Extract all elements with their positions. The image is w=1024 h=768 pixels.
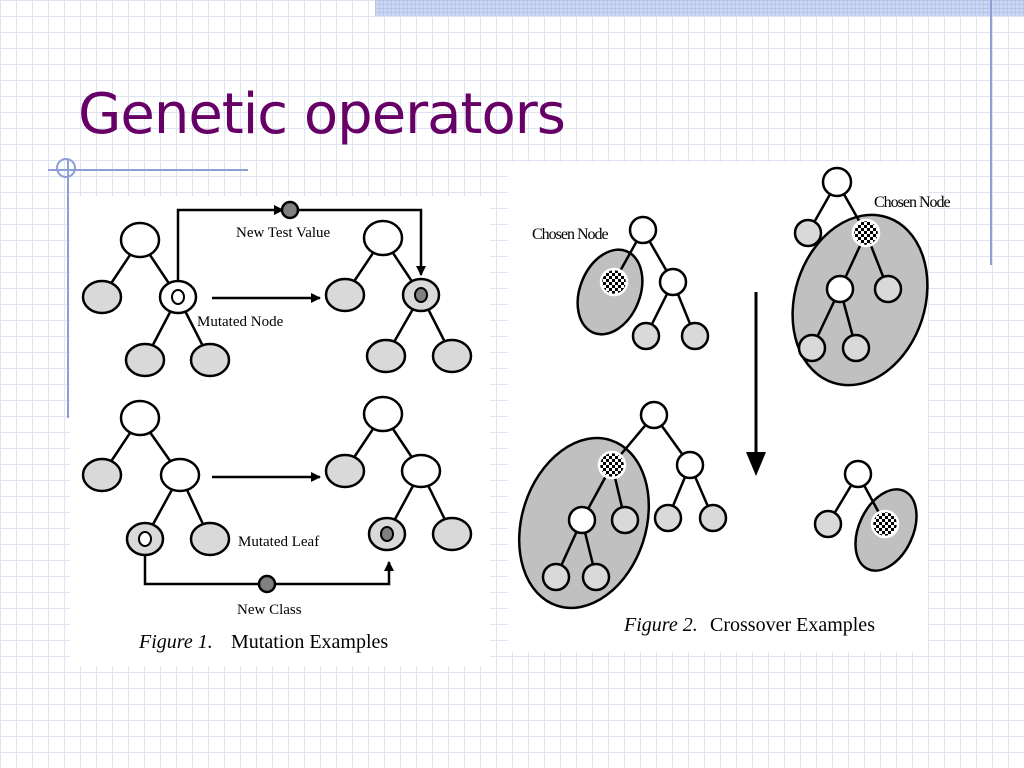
tree-node: [610, 505, 640, 535]
new-class-arrow: [143, 555, 259, 586]
figure2-caption-text: Crossover Examples: [705, 614, 875, 636]
tree-node: [639, 400, 669, 430]
chosen-node: [599, 267, 629, 297]
new-class-label: New Class: [237, 602, 302, 618]
tree-node: [119, 399, 161, 437]
new-value-arrow: [297, 208, 426, 276]
title-underline: [48, 169, 248, 171]
tree-node: [653, 503, 683, 533]
chosen-node-label-left: Chosen Node: [532, 226, 609, 243]
chosen-node: [597, 450, 627, 480]
tree-node: [843, 459, 873, 489]
tree-node: [631, 321, 661, 351]
top-decorative-band: [375, 0, 1024, 16]
new-value-arrow: [176, 205, 284, 281]
tree-node: [81, 279, 123, 315]
figure2-caption-prefix: Figure 2.: [623, 614, 698, 636]
tree-node: [159, 457, 201, 493]
new-test-value-label: New Test Value: [236, 225, 331, 241]
tree-node: [628, 215, 658, 245]
fig2-parent-a: [576, 215, 710, 351]
figure1-caption-text: Mutation Examples: [226, 631, 388, 653]
tree-node: [362, 219, 404, 257]
mutated-leaf-label: Mutated Leaf: [238, 534, 319, 550]
tree-node: [365, 338, 407, 374]
tree-node: [797, 333, 827, 363]
tree-node: [680, 321, 710, 351]
left-decorative-line: [67, 160, 69, 418]
tree-node: [698, 503, 728, 533]
crossover-arrowhead: [746, 452, 766, 476]
fig2-parent-b: [791, 166, 929, 387]
tree-node: [841, 333, 871, 363]
chosen-node-label-right: Chosen Node: [874, 194, 951, 211]
slide-title: Genetic operators: [78, 82, 566, 147]
tree-node: [825, 274, 855, 304]
tree-node: [813, 509, 843, 539]
tree-node: [400, 453, 442, 489]
tree-node: [873, 274, 903, 304]
new-test-value-marker: [280, 200, 300, 220]
tree-node: [324, 277, 366, 313]
tree-node: [541, 562, 571, 592]
tree-node: [431, 516, 473, 552]
fig1-tree-original-leaf: [81, 399, 231, 557]
mutated-node-label: Mutated Node: [197, 314, 284, 330]
tree-node: [581, 562, 611, 592]
fig1-tree-mutated-leaf: [324, 395, 473, 552]
figure2-crossover-examples: [517, 166, 929, 610]
tree-node: [567, 505, 597, 535]
crosshair-ornament: [56, 158, 76, 178]
tree-node: [189, 342, 231, 378]
tree-node: [675, 450, 705, 480]
fig2-child-a: [517, 400, 728, 610]
tree-node: [431, 338, 473, 374]
fig1-tree-mutated-node: [324, 219, 473, 374]
tree-node: [81, 457, 123, 493]
chosen-node: [870, 509, 900, 539]
chosen-subtree: [791, 213, 929, 387]
tree-node: [324, 453, 366, 489]
chosen-node: [851, 218, 881, 248]
figure1-caption-prefix: Figure 1.: [138, 631, 213, 653]
figure1-mutation-examples: [81, 200, 473, 594]
tree-node: [793, 218, 823, 248]
tree-node: [119, 221, 161, 259]
tree-node: [821, 166, 853, 198]
tree-node: [189, 521, 231, 557]
fig2-child-b: [813, 459, 918, 572]
fig1-tree-original-node: [81, 221, 231, 378]
right-decorative-line: [990, 0, 992, 265]
new-class-arrow: [275, 561, 394, 586]
tree-node: [658, 267, 688, 297]
tree-node: [124, 342, 166, 378]
tree-node: [362, 395, 404, 433]
new-class-marker: [257, 574, 277, 594]
